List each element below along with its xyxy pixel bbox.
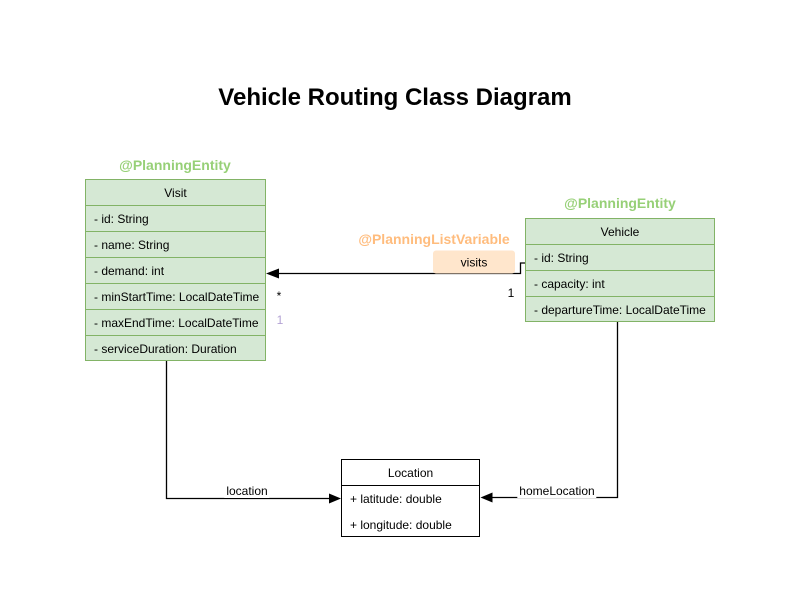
diagram-title: Vehicle Routing Class Diagram <box>218 84 572 111</box>
class-location-name: Location <box>342 460 479 486</box>
class-visit-name: Visit <box>86 180 265 206</box>
class-visit-attribute: - name: String <box>86 232 265 258</box>
visits-extra-multiplicity: 1 <box>276 313 284 327</box>
class-visit-attribute: - serviceDuration: Duration <box>94 342 237 356</box>
class-visit-attribute: - id: String <box>86 206 265 232</box>
class-location-attribute: + longitude: double <box>350 518 452 532</box>
class-location: Location + latitude: double + longitude:… <box>341 459 480 537</box>
home-location-edge-arrowhead <box>480 492 493 503</box>
class-vehicle-attribute: - id: String <box>526 245 714 271</box>
class-vehicle-attribute: - departureTime: LocalDateTime <box>534 303 706 317</box>
class-visit-attribute: - demand: int <box>86 258 265 284</box>
class-vehicle: Vehicle - id: String - capacity: int - d… <box>525 218 715 322</box>
class-vehicle-name: Vehicle <box>526 219 714 245</box>
class-visit-attribute: - maxEndTime: LocalDateTime <box>86 310 265 336</box>
home-location-edge-label: homeLocation <box>517 484 597 498</box>
class-location-attribute: + latitude: double <box>350 492 442 506</box>
visits-source-multiplicity: 1 <box>507 286 515 300</box>
class-visit-attribute: - minStartTime: LocalDateTime <box>86 284 265 310</box>
class-visit: Visit - id: String - name: String - dema… <box>85 179 266 361</box>
visits-target-multiplicity: * <box>276 289 282 303</box>
visit-planning-entity-annotation: @PlanningEntity <box>119 157 231 173</box>
planning-list-variable-annotation: @PlanningListVariable <box>358 231 510 247</box>
location-edge-arrowhead <box>329 493 341 504</box>
home-location-edge-line <box>492 321 619 499</box>
visits-edge-label: visits <box>433 250 515 274</box>
class-vehicle-attribute: - capacity: int <box>526 271 714 297</box>
visits-edge-arrowhead <box>266 268 279 279</box>
location-edge-line <box>165 361 330 500</box>
vehicle-planning-entity-annotation: @PlanningEntity <box>564 195 676 211</box>
location-edge-label: location <box>224 484 270 498</box>
